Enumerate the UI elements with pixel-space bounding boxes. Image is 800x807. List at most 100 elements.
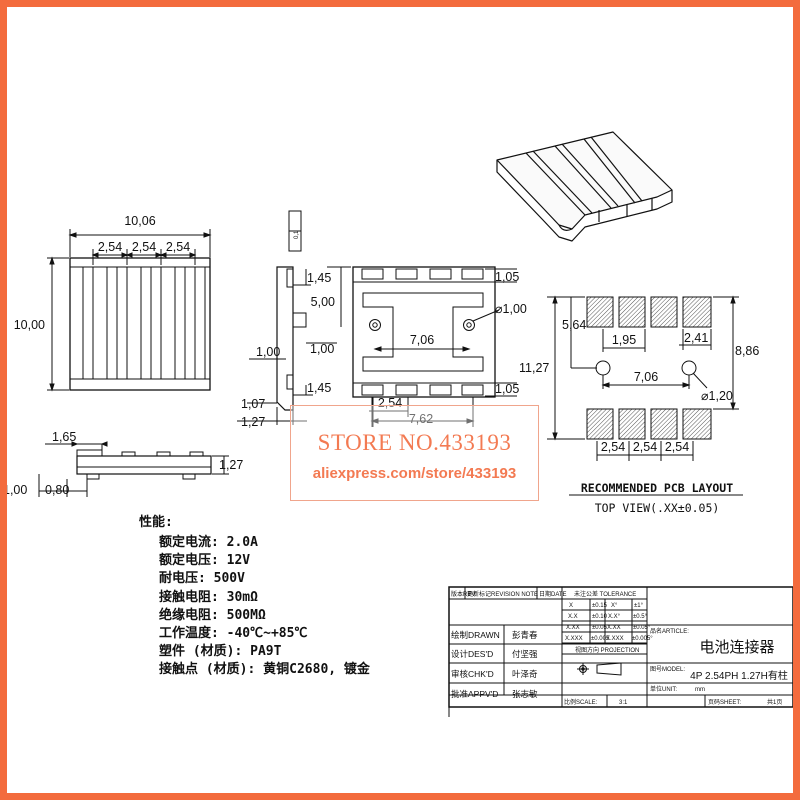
tb-sheet-label: 页码SHEET: [708, 698, 741, 706]
top-view [47, 229, 212, 392]
tb-role: 设计DES'D [451, 649, 493, 659]
dim-5-00: 5,00 [311, 295, 335, 309]
pcb-pad [682, 408, 712, 440]
side-view [38, 441, 229, 497]
store-watermark: STORE NO.433193 aliexpress.com/store/433… [290, 405, 539, 501]
dim-hole-span: 7,06 [634, 370, 658, 384]
tb-name: 彭青春 [512, 630, 538, 640]
tb-role: 审核CHK'D [451, 669, 494, 679]
tb-tol: X° [611, 603, 618, 609]
pcb-hole [681, 360, 697, 376]
tb-tol: ±0.10 [592, 614, 608, 620]
dim-standoff: 1,00 [7, 483, 27, 497]
tb-model-label: 图号MODEL: [650, 666, 685, 673]
tb-sheet: 共1页 [767, 698, 782, 706]
tb-rev-header: 更新标记REVISION NOTE [467, 590, 538, 598]
tb-tol: X.X° [608, 614, 621, 620]
pcb-layout-subtitle: TOP VIEW(.XX±0.05) [595, 501, 720, 515]
dim-height: 10,00 [14, 318, 45, 332]
pcb-pad [650, 296, 678, 328]
dim-1-05-top: 1,05 [495, 270, 519, 284]
dim-1-05-bot: 1,05 [495, 382, 519, 396]
dim-pitch: 2,54 [166, 240, 190, 254]
dim-length: 1,65 [52, 430, 76, 444]
isometric-view [496, 131, 673, 242]
profile-tab [286, 268, 294, 288]
top-contacts [361, 268, 484, 280]
tb-tol: ±0.5° [633, 614, 648, 620]
dim-tab: 0,1 [294, 230, 300, 239]
tb-tol: X.XX [566, 625, 580, 631]
tb-tol: ±1° [634, 603, 644, 609]
dim-pitch: 2,54 [601, 440, 625, 454]
dim-1-95: 1,95 [612, 333, 636, 347]
inner-frame [362, 292, 484, 372]
side-view-body [76, 455, 212, 475]
dim-height: 1,27 [219, 458, 243, 472]
front-body [352, 266, 496, 398]
watermark-url: aliexpress.com/store/433193 [312, 465, 517, 482]
pcb-pad [586, 408, 614, 440]
contact-strip [126, 266, 142, 380]
top-view-outline [69, 257, 211, 391]
pcb-pad [618, 296, 646, 328]
tb-tolerance-header: 未注公差 TOLERANCE [574, 590, 636, 598]
tb-name: 叶泽奇 [512, 669, 538, 679]
tb-scale: 3:1 [619, 700, 628, 706]
bottom-contacts [361, 384, 484, 396]
spec-line: 绝缘电阻: 500MΩ [159, 607, 266, 623]
spec-line: 工作温度: -40℃~+85℃ [159, 625, 308, 641]
contact-strip [160, 266, 176, 380]
pcb-pad [586, 296, 614, 328]
tb-article-label: 品名ARTICLE: [650, 627, 689, 635]
tb-tol: X.XX [607, 625, 621, 631]
tb-article: 电池连接器 [699, 638, 774, 656]
dim-hole-dia: ⌀1,20 [701, 389, 733, 403]
tb-scale-label: 比例SCALE: [564, 698, 598, 706]
spec-line: 耐电压: 500V [159, 571, 245, 587]
side-view-post [182, 473, 196, 480]
title-block [448, 586, 793, 717]
tb-role: 批准APPV'D [451, 689, 498, 699]
pcb-pad [682, 296, 712, 328]
dim-width: 10,06 [124, 214, 155, 228]
spec-line: 额定电压: 12V [159, 553, 251, 569]
spec-line: 接触点 (材质): 黄铜C2680, 镀金 [159, 662, 370, 678]
tb-tol: ±0.005° [632, 636, 653, 642]
dim-span: 7,62 [409, 412, 433, 426]
contact-strip [92, 266, 108, 380]
pcb-layout [547, 295, 743, 496]
pcb-pad [618, 408, 646, 440]
side-view-post [86, 473, 100, 480]
dim-pitch: 2,54 [98, 240, 122, 254]
dim-1-07: 1,07 [241, 397, 265, 411]
dim-1-00-b: 1,00 [310, 342, 334, 356]
dim-1-27: 1,27 [241, 415, 265, 429]
spec-line: 接触电阻: 30mΩ [159, 589, 258, 605]
tb-tol: ±0.05° [633, 625, 651, 631]
tb-tol: X.XXX [565, 636, 583, 642]
dim-hole-span: 7,06 [410, 333, 434, 347]
dim-pitch: 2,54 [378, 396, 402, 410]
spec-line: 塑件 (材质): PA9T [159, 644, 282, 660]
tb-model: 4P 2.54PH 1.27H有柱 [690, 669, 788, 682]
tb-tol: ±0.15 [592, 603, 608, 609]
tb-tol: ±0.005 [591, 636, 610, 642]
watermark-title: STORE NO.433193 [317, 430, 512, 455]
tb-unit: mm [695, 687, 705, 693]
dim-pitch: 2,54 [633, 440, 657, 454]
dim-1-45-mid: 1,45 [307, 381, 331, 395]
tb-tol: X.XXX [606, 636, 624, 642]
technical-drawing: 10,06 2,54 2,54 2,54 10,00 1,65 1,27 1,0… [7, 131, 793, 717]
pcb-layout-title: RECOMMENDED PCB LAYOUT [581, 481, 733, 495]
pcb-hole [595, 360, 611, 376]
mount-hole [463, 319, 475, 331]
tb-tol: X [569, 603, 573, 609]
tb-rev-header: 版本REV. [451, 590, 477, 598]
dim-foot: 0,80 [45, 483, 69, 497]
tb-rev-header: 日期DATE [539, 590, 567, 598]
contact-strip [194, 266, 206, 380]
dim-pitch: 2,54 [132, 240, 156, 254]
dim-hole-dia: ⌀1,00 [495, 302, 527, 316]
